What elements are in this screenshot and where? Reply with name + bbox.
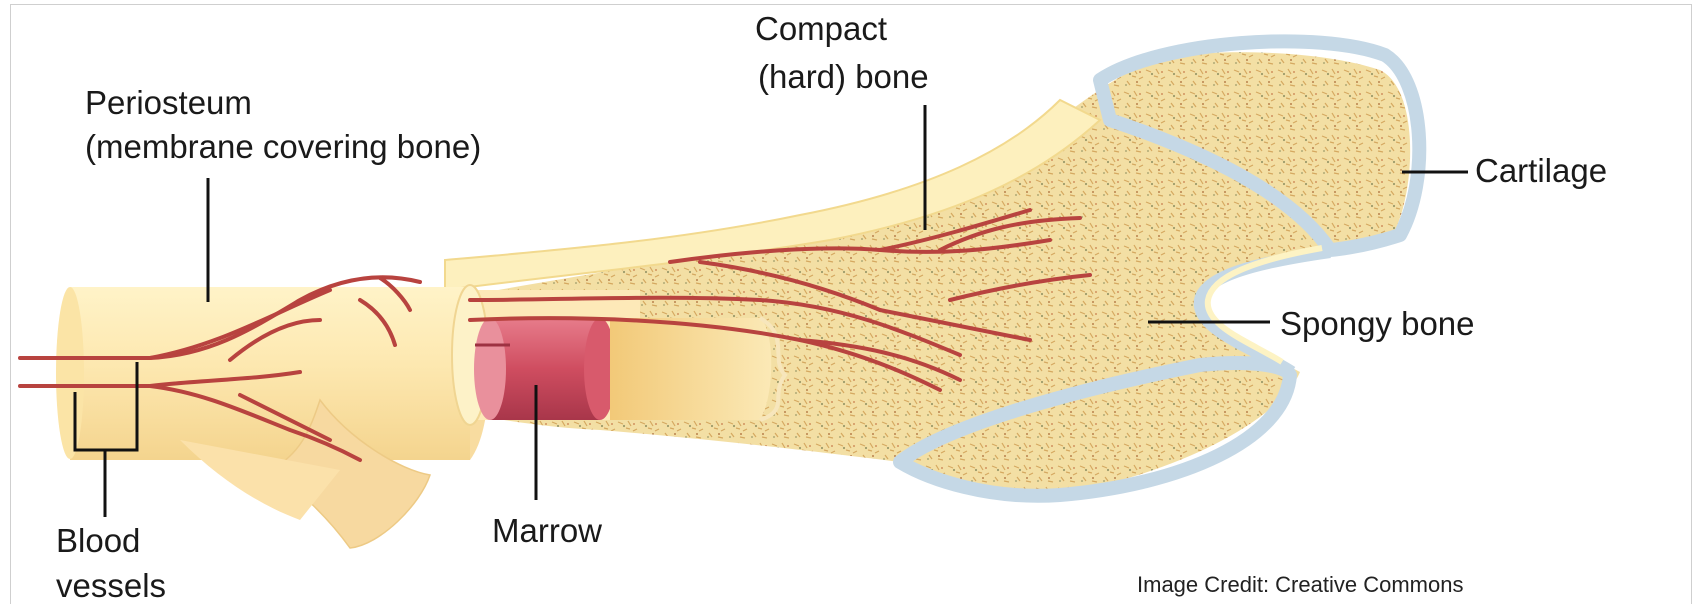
- periosteum-shaft: [70, 287, 470, 460]
- label-compact-bone-line1: Compact: [755, 10, 887, 49]
- image-credit: Image Credit: Creative Commons: [1137, 572, 1463, 598]
- marrow-cylinder: [490, 318, 600, 420]
- label-compact-bone-line2: (hard) bone: [758, 58, 929, 97]
- label-spongy-bone: Spongy bone: [1280, 305, 1475, 344]
- label-marrow: Marrow: [492, 512, 602, 551]
- label-cartilage: Cartilage: [1475, 152, 1607, 191]
- label-blood-vessels-line2: vessels: [56, 567, 166, 606]
- label-periosteum-line2: (membrane covering bone): [85, 128, 481, 167]
- label-blood-vessels-line1: Blood: [56, 522, 140, 561]
- label-periosteum-line1: Periosteum: [85, 84, 252, 123]
